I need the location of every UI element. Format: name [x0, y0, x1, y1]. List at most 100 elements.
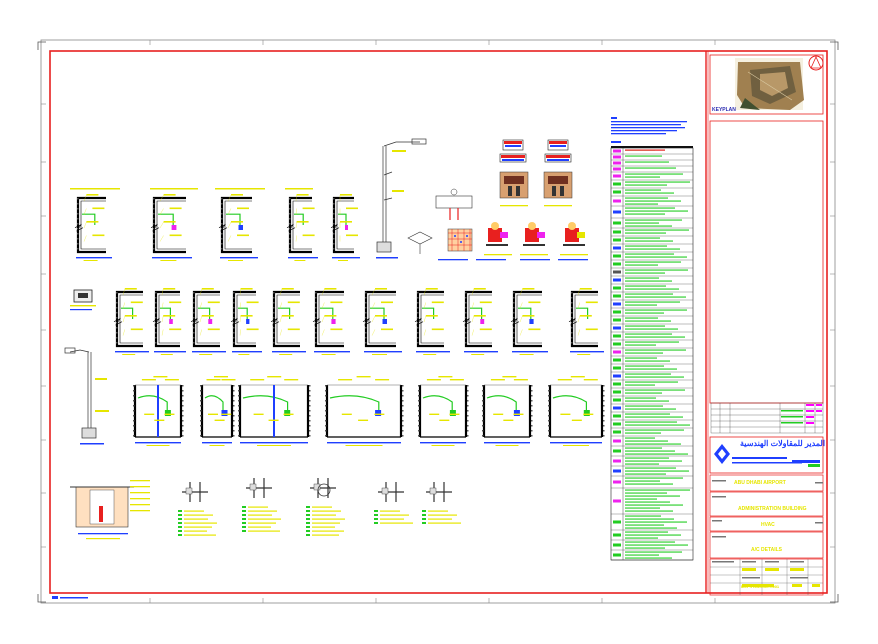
wall-hatch — [417, 302, 419, 304]
leader-label — [346, 207, 358, 210]
note-marker — [242, 530, 246, 532]
pump-body — [525, 228, 539, 242]
hatch — [309, 425, 311, 427]
wall-hatch — [465, 317, 467, 319]
legend-text — [625, 554, 659, 556]
legend-text — [625, 192, 674, 194]
pump-base — [563, 244, 585, 246]
hatch — [603, 400, 605, 402]
leader-label — [281, 288, 294, 290]
wall-hatch — [221, 198, 223, 200]
leader-label — [302, 234, 315, 237]
note-text — [184, 518, 208, 520]
chiller-body — [543, 171, 573, 199]
wall-hatch — [289, 233, 291, 235]
label — [153, 376, 168, 378]
wall-hatch — [273, 332, 275, 334]
wall-hatch — [77, 233, 79, 235]
hatch — [238, 405, 240, 407]
hatch — [603, 430, 605, 432]
control-unit-detail — [70, 289, 96, 311]
leader-label — [86, 194, 99, 196]
hatch — [482, 430, 484, 432]
hatch — [418, 395, 420, 397]
legend-text — [625, 333, 672, 335]
fitting — [238, 225, 243, 230]
pump-motor — [528, 222, 536, 230]
wall-hatch — [315, 292, 317, 294]
legend-text — [625, 181, 690, 183]
building-name: ADMINISTRATION BUILDING — [738, 506, 807, 512]
wall-hatch — [417, 332, 419, 334]
hatch — [325, 410, 327, 412]
support-bracket-detail — [374, 482, 413, 524]
legend-text — [625, 413, 670, 415]
hatch — [548, 410, 550, 412]
legend-text — [625, 253, 674, 255]
wall-hatch — [77, 203, 79, 205]
wall-hatch — [289, 198, 291, 200]
wall-hatch — [155, 332, 157, 334]
bracket-clamp — [185, 487, 193, 495]
break-mark — [113, 317, 123, 326]
legend-symbol — [613, 449, 621, 453]
wall-hatch — [571, 317, 573, 319]
chiller-leg — [552, 186, 556, 196]
unit-box — [513, 410, 520, 416]
pump-detail — [523, 222, 545, 246]
detail-caption — [232, 351, 262, 353]
leader-line — [471, 288, 474, 296]
leader-line — [227, 208, 232, 215]
legend-text — [625, 167, 676, 169]
wall-section-detail — [362, 288, 402, 355]
label — [268, 419, 279, 421]
hatch — [133, 420, 135, 422]
wall-hatch — [233, 337, 235, 339]
legend-text — [625, 357, 657, 359]
hatch — [548, 435, 550, 437]
hatch — [467, 395, 469, 397]
wall-hatch — [221, 213, 223, 215]
wall-hatch — [465, 312, 467, 314]
break-mark — [330, 223, 340, 232]
legend-symbol — [613, 342, 621, 346]
legend-symbol — [613, 350, 621, 354]
pump-flange — [537, 232, 545, 238]
wall-hatch — [193, 312, 195, 314]
break-mark — [414, 317, 424, 326]
chiller-detail — [499, 171, 529, 199]
label — [284, 379, 299, 381]
legend-text — [625, 547, 665, 549]
legend-text — [625, 518, 674, 520]
legend-symbol — [613, 422, 621, 426]
legend-text — [625, 489, 690, 491]
leader-line — [122, 315, 125, 323]
hatch — [309, 395, 311, 397]
legend-frame — [610, 147, 694, 561]
wall-hatch — [193, 322, 195, 324]
duct-line — [82, 213, 96, 225]
wall-hatch — [571, 332, 573, 334]
legend-text — [625, 341, 679, 343]
leader-label — [522, 288, 535, 290]
duct-curve — [422, 395, 453, 410]
detail-caption — [115, 351, 149, 353]
detail-caption — [364, 351, 402, 353]
detail-scale — [294, 260, 306, 261]
label — [341, 413, 352, 415]
panel-detail — [499, 153, 527, 163]
leader-label — [324, 315, 337, 317]
leader-label — [473, 315, 486, 317]
hatch — [603, 410, 605, 412]
detail-scale — [83, 260, 98, 261]
note-marker — [242, 510, 246, 512]
legend-symbol — [613, 294, 621, 298]
leader-label — [473, 288, 486, 290]
wall-hatch — [155, 337, 157, 339]
legend-text — [625, 510, 673, 512]
hatch — [531, 420, 533, 422]
hatch — [531, 390, 533, 392]
wall-section-detail — [286, 194, 318, 261]
pipe-bracket-detail — [407, 231, 433, 254]
